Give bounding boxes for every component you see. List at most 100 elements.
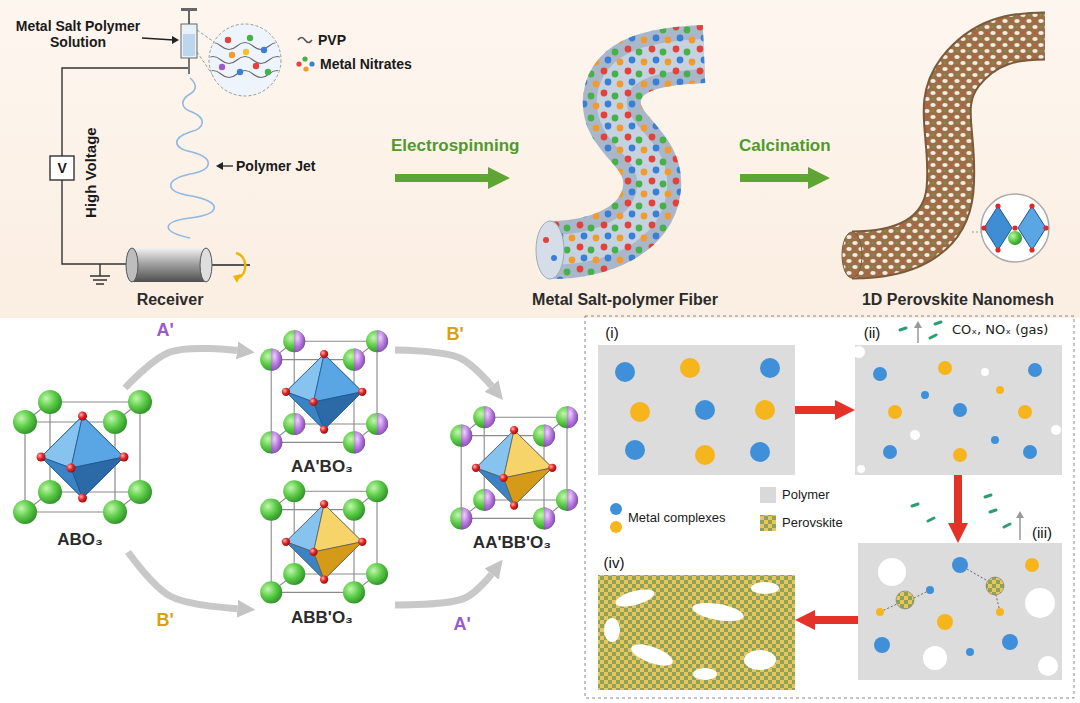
formula-label: ABB'O₃	[291, 608, 353, 628]
mechanism-panels	[923, 646, 947, 670]
mechanism-panels	[598, 575, 795, 690]
mechanism-panels	[878, 558, 1058, 676]
voltmeter-symbol-label: V	[58, 160, 67, 176]
crystal-structure: AA'BO₃	[255, 326, 395, 478]
electrospinning-setup	[181, 8, 197, 11]
mechanism-panels	[695, 445, 715, 465]
perovskite-nanomesh	[981, 225, 986, 230]
legend-swatch	[760, 487, 776, 503]
electrospinning-setup	[225, 37, 231, 43]
mechanism-panels	[930, 335, 936, 338]
mechanism-panels	[1002, 634, 1018, 650]
electrospinning-setup	[302, 56, 307, 61]
process-stage: (ii)	[855, 345, 1062, 475]
mechanism-panels	[876, 558, 1039, 630]
perovskite-nanomesh	[972, 232, 981, 233]
mechanism-panels	[910, 430, 920, 440]
mechanism-panels	[760, 358, 780, 378]
mechanism-panels	[755, 400, 775, 420]
mechanism-panels	[751, 582, 779, 594]
substitution-arrow	[395, 574, 492, 605]
substitution-arrow	[125, 348, 237, 388]
mechanism-panels	[996, 386, 1004, 394]
mechanism-panels	[926, 586, 934, 594]
substitution-arrow	[395, 350, 492, 386]
mechanism-panels	[629, 640, 676, 670]
electrospinning-setup	[142, 38, 174, 40]
perovskite-nanomesh	[1012, 225, 1017, 230]
mechanism-panels	[744, 650, 776, 670]
mechanism-panels	[1038, 656, 1058, 676]
electrospinning-setup	[253, 63, 259, 69]
legend-text: Polymer	[782, 488, 830, 503]
legend-text: Perovskite	[782, 516, 843, 531]
process-stage: (iv)	[598, 575, 795, 690]
mechanism-panels	[952, 557, 968, 573]
electrospinning-setup	[205, 71, 285, 78]
mechanism-panels	[855, 345, 1062, 475]
mechanism-panels	[1028, 363, 1042, 377]
stage-label: (iii)	[1032, 524, 1052, 541]
electrospinning-setup	[222, 165, 233, 166]
edge-label: B'	[157, 610, 174, 631]
perovskite-nanomesh	[984, 206, 1012, 250]
mechanism-panels	[912, 504, 918, 506]
mechanism-panels	[953, 403, 967, 417]
mechanism-panels	[585, 316, 1074, 698]
crystal-structures	[450, 425, 555, 530]
crystal-structures	[260, 499, 365, 604]
mechanism-panels	[680, 358, 700, 378]
mechanism-panels	[858, 543, 1062, 680]
electrospinning-setup	[183, 34, 195, 56]
process-stage: (i)	[598, 345, 795, 475]
mechanism-panels	[935, 322, 941, 324]
mechanism-panels	[888, 405, 902, 419]
crystal-structures	[260, 330, 388, 453]
mechanism-panels	[691, 600, 745, 625]
electrospinning-setup	[209, 24, 281, 96]
electrospinning-setup	[168, 78, 214, 238]
mechanism-panels	[876, 608, 884, 616]
stage-label: (i)	[605, 324, 618, 341]
mechanism-panels	[630, 358, 775, 465]
connector-layer	[125, 178, 958, 620]
electrospinning-setup	[261, 47, 267, 53]
figure-caption: 1D Perovskite Nanomesh	[862, 291, 1054, 309]
mechanism-panels	[874, 637, 890, 653]
formula-label: AA'BO₃	[291, 457, 353, 477]
mechanism-panels	[630, 402, 650, 422]
edge-label: A'	[454, 614, 471, 635]
metal-salt-polymer-fiber	[551, 255, 557, 261]
process-arrow	[740, 174, 808, 182]
perovskite-nanomesh	[842, 232, 862, 278]
process-arrow	[395, 174, 488, 182]
perovskite-nanomesh	[842, 36, 1049, 278]
mechanism-panels	[614, 586, 656, 610]
electrospinning-setup	[126, 248, 138, 282]
mechanism-panels	[938, 361, 952, 375]
mechanism-panels	[966, 648, 974, 656]
electrospinning-setup	[219, 64, 225, 70]
gas-label: COₓ, NOₓ (gas)	[952, 323, 1048, 338]
mechanism-panels	[1023, 445, 1037, 459]
mechanism-panels	[610, 521, 622, 533]
mechanism-panels	[695, 400, 715, 420]
electrospinning-setup	[229, 52, 235, 58]
nanomesh-figure: 1D Perovskite Nanomesh	[830, 14, 1068, 312]
electrospinning-setup	[216, 162, 223, 170]
perovskite-nanomesh	[1043, 225, 1048, 230]
electrospinning-setup	[298, 38, 312, 43]
crystal-structures	[260, 480, 388, 603]
legend-text: PVP	[318, 32, 346, 48]
edge-label: Calcination	[739, 136, 831, 156]
electrospinning-setup	[243, 49, 249, 55]
mechanism-panels	[874, 557, 1018, 656]
mechanism-panels	[900, 328, 906, 330]
mechanism-panels	[693, 668, 717, 680]
mechanism-panels	[1025, 588, 1055, 618]
mechanism-panels	[953, 448, 967, 462]
formula-label: ABO₃	[57, 530, 103, 550]
electrospinning-setup	[200, 248, 212, 282]
mechanism-panels	[750, 442, 770, 462]
